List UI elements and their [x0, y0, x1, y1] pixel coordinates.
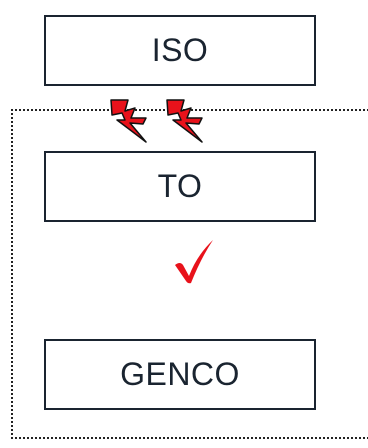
lightning-bolt-icon — [166, 99, 203, 143]
to-box: TO — [44, 151, 316, 222]
genco-label: GENCO — [120, 356, 240, 392]
lightning-bolt-icon — [110, 99, 147, 143]
checkmark-icon — [175, 240, 213, 284]
to-label: TO — [157, 168, 203, 204]
genco-box: GENCO — [44, 339, 316, 410]
iso-label: ISO — [151, 32, 209, 68]
iso-box: ISO — [44, 15, 316, 86]
